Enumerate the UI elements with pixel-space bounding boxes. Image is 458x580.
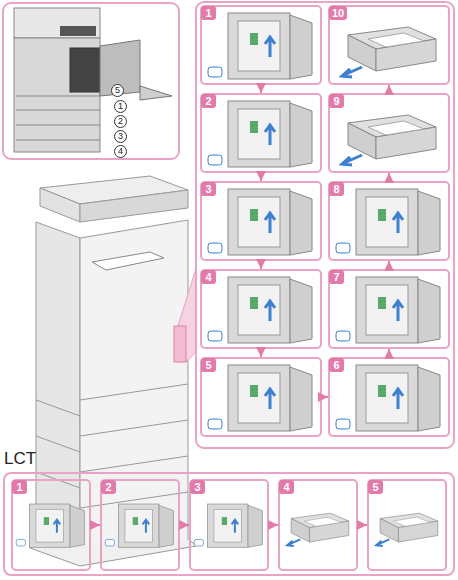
step-box: 1: [11, 479, 91, 571]
step-box: 10: [328, 5, 450, 85]
step-illustration: [336, 365, 440, 431]
step-illustration: [105, 504, 173, 547]
feeder-side: [80, 190, 188, 222]
step-illustration: [208, 189, 312, 255]
step-illustration: [287, 513, 349, 546]
machine-side: [80, 220, 188, 560]
open-interior: [70, 48, 100, 92]
step-box: 4: [200, 269, 322, 349]
step-illustration: [376, 513, 438, 546]
step-illustration: [208, 365, 312, 431]
step-arrow: [388, 85, 390, 93]
step-number: 9: [329, 94, 344, 108]
section-heading: LCT: [4, 449, 36, 469]
step-box: 2: [200, 93, 322, 173]
step-arrow: [180, 524, 189, 526]
step-arrow: [260, 261, 262, 269]
step-number: 4: [279, 480, 294, 494]
step-arrow: [358, 524, 367, 526]
step-number: 7: [329, 270, 344, 284]
step-illustration: [342, 115, 436, 165]
step-box: 3: [200, 181, 322, 261]
step-number: 5: [368, 480, 383, 494]
open-side-door: [100, 40, 140, 96]
drawer-lines: [80, 384, 188, 508]
step-illustration: [16, 504, 84, 547]
step-number: 1: [201, 6, 216, 20]
steps-panel: [196, 2, 454, 448]
step-number: 10: [329, 6, 347, 20]
step-box: 3: [189, 479, 269, 571]
control-panel: [60, 26, 96, 36]
step-number: 3: [190, 480, 205, 494]
step-arrow: [91, 524, 100, 526]
step-box: 4: [278, 479, 358, 571]
step-illustration: [208, 277, 312, 343]
feeder-front: [40, 188, 80, 222]
step-number: 6: [329, 358, 344, 372]
step-number: 8: [329, 182, 344, 196]
scanner-unit: [14, 8, 100, 38]
step-number: 5: [201, 358, 216, 372]
step-box: 5: [200, 357, 322, 437]
step-box: 9: [328, 93, 450, 173]
step-arrow: [260, 173, 262, 181]
step-arrow: [388, 173, 390, 181]
step-illustration: [208, 13, 312, 79]
step-arrow: [260, 85, 262, 93]
step-box: 6: [328, 357, 450, 437]
step-arrow: [388, 349, 390, 357]
step-arrow: [260, 349, 262, 357]
step-box: 1: [200, 5, 322, 85]
bypass-tray: [140, 86, 172, 100]
callout-number: 1: [114, 100, 127, 113]
callout-number: 5: [111, 84, 124, 97]
step-arrow: [269, 524, 278, 526]
step-illustration: [208, 101, 312, 167]
drawer-lines: [16, 96, 100, 140]
step-number: 4: [201, 270, 216, 284]
touch-panel: [92, 252, 164, 270]
callout-number: 2: [114, 115, 127, 128]
step-arrow: [322, 396, 328, 398]
group-panel: LCT12345: [3, 472, 455, 576]
step-number: 2: [201, 94, 216, 108]
step-illustration: [342, 27, 436, 77]
step-box: 2: [100, 479, 180, 571]
step-box: 8: [328, 181, 450, 261]
step-illustration: [194, 504, 262, 547]
machine-body: [14, 38, 100, 152]
callout-number: 4: [114, 145, 127, 158]
step-box: 5: [367, 479, 447, 571]
step-number: 2: [101, 480, 116, 494]
callout-number: 3: [114, 130, 127, 143]
step-number: 1: [12, 480, 27, 494]
step-illustration: [336, 277, 440, 343]
step-illustration: [336, 189, 440, 255]
step-arrow: [388, 261, 390, 269]
step-box: 7: [328, 269, 450, 349]
zoom-area: [174, 326, 186, 362]
overview-panel: [3, 3, 179, 159]
step-number: 3: [201, 182, 216, 196]
